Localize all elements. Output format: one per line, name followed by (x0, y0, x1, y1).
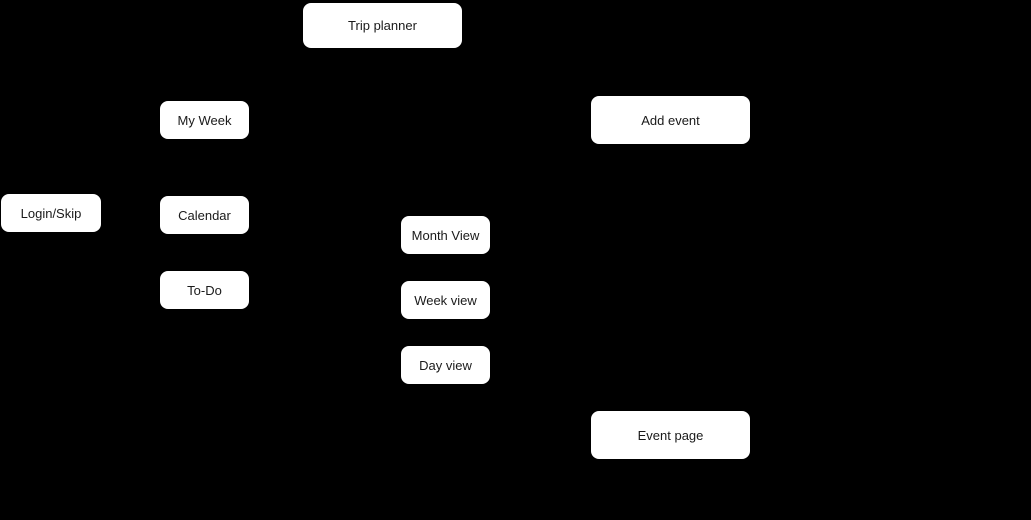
node-calendar[interactable]: Calendar (160, 196, 249, 234)
node-to-do[interactable]: To-Do (160, 271, 249, 309)
node-label-calendar: Calendar (178, 207, 231, 223)
node-label-day-view: Day view (419, 357, 472, 373)
node-label-to-do: To-Do (187, 282, 222, 298)
node-label-month-view: Month View (411, 227, 480, 243)
node-login-skip[interactable]: Login/Skip (1, 194, 101, 232)
node-label-my-week: My Week (177, 112, 232, 128)
node-week-view[interactable]: Week view (401, 281, 490, 319)
node-day-view[interactable]: Day view (401, 346, 490, 384)
node-event-page[interactable]: Event page (591, 411, 750, 459)
node-label-event-page: Event page (637, 427, 704, 443)
node-month-view[interactable]: Month View (401, 216, 490, 254)
node-label-trip-planner: Trip planner (348, 18, 417, 33)
node-my-week[interactable]: My Week (160, 101, 249, 139)
node-label-login-skip: Login/Skip (20, 205, 82, 221)
node-label-week-view: Week view (414, 292, 477, 308)
node-add-event[interactable]: Add event (591, 96, 750, 144)
node-label-add-event: Add event (641, 112, 700, 128)
node-trip-planner[interactable]: Trip planner (303, 3, 462, 48)
